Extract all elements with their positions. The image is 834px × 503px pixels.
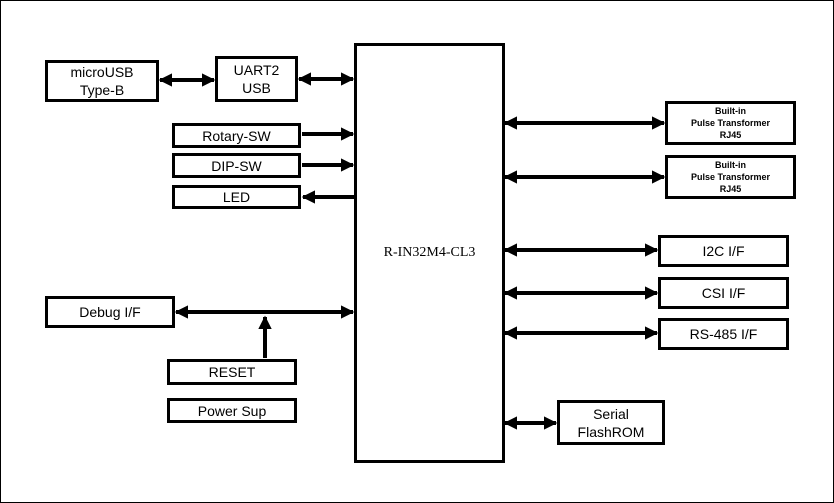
reset-block: RESET	[167, 359, 297, 385]
serial-flashrom-block: Serial FlashROM	[557, 400, 665, 445]
micro-usb-block: microUSB Type-B	[45, 60, 159, 102]
power-sup-block: Power Sup	[167, 398, 297, 423]
csi-if-block: CSI I/F	[658, 277, 789, 309]
led-block: LED	[172, 185, 301, 209]
rotary-sw-block: Rotary-SW	[172, 123, 301, 148]
rj45-block-2: Built-in Pulse Transformer RJ45	[665, 155, 796, 199]
dip-sw-block: DIP-SW	[172, 153, 301, 178]
i2c-if-block: I2C I/F	[658, 235, 789, 267]
uart2-usb-block: UART2 USB	[215, 56, 298, 102]
debug-if-block: Debug I/F	[45, 296, 175, 328]
rs485-if-block: RS-485 I/F	[658, 318, 789, 350]
rj45-block-1: Built-in Pulse Transformer RJ45	[665, 101, 796, 145]
soc-block: R-IN32M4-CL3	[354, 43, 505, 463]
